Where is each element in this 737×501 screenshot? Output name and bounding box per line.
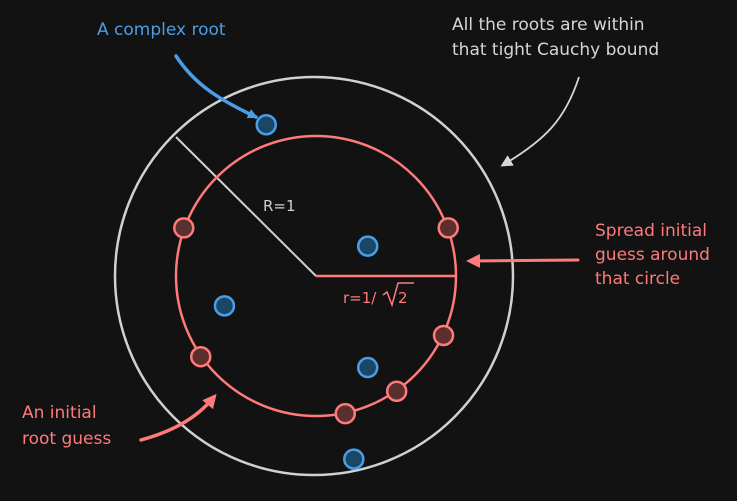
initial-guess-dot — [189, 345, 212, 368]
initial-guess-dot — [437, 217, 459, 239]
complex-root-dot — [213, 295, 236, 317]
complex-root-dot — [356, 356, 379, 379]
initial-guesses — [173, 217, 459, 425]
complex-root-dot — [343, 448, 365, 470]
outer-radius-label: R=1 — [263, 197, 296, 215]
initial-guess-dot — [173, 217, 195, 239]
initial-guess-annotation-line2: root guess — [22, 429, 111, 449]
initial-guess-annotation-line1: An initial — [22, 403, 97, 423]
outer-radius-line — [175, 136, 317, 277]
spread-annotation-line3: that circle — [595, 269, 680, 289]
complex-root-dot — [356, 235, 379, 257]
cauchy-bound-annotation-line2: that tight Cauchy bound — [452, 40, 659, 60]
initial-guess-arrow — [139, 393, 217, 442]
svg-text:2: 2 — [398, 289, 408, 307]
cauchy-bound-arrow — [500, 76, 580, 167]
spread-annotation-line1: Spread initial — [595, 221, 707, 241]
cauchy-bound-circle — [113, 75, 515, 477]
initial-guess-dot — [432, 324, 455, 347]
svg-text:r=1/: r=1/ — [343, 289, 377, 307]
inner-radius-label: r=1/ 2 — [343, 282, 414, 308]
initial-guess-dot — [334, 402, 357, 425]
complex-root-dot — [255, 114, 277, 136]
complex-root-annotation: A complex root — [97, 20, 226, 40]
spread-annotation-line2: guess around — [595, 245, 710, 265]
complex-roots — [213, 114, 379, 470]
initial-guess-dot — [385, 380, 408, 403]
spread-arrow — [466, 253, 580, 268]
cauchy-bound-annotation-line1: All the roots are within — [452, 15, 645, 35]
complex-root-arrow — [174, 54, 258, 119]
sqrt-sign — [382, 282, 414, 308]
